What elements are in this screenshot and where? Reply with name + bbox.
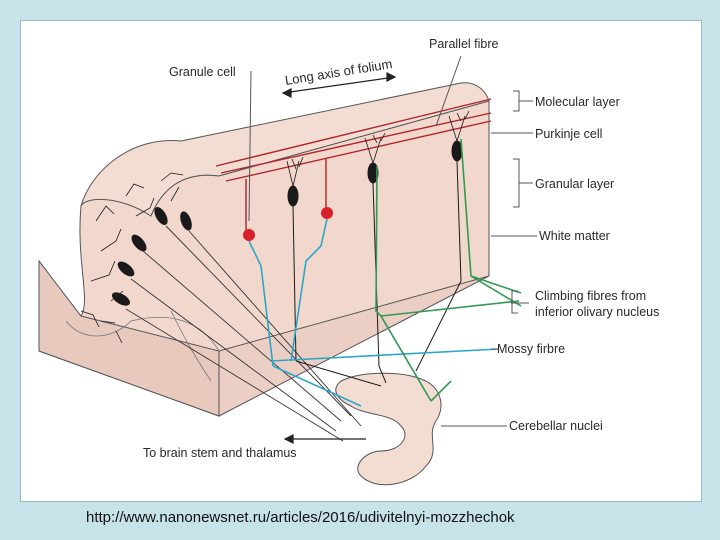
cerebellum-diagram: [38, 55, 537, 486]
label-molecular-layer: Molecular layer: [535, 95, 620, 109]
granule-cell-soma: [321, 207, 333, 219]
granule-cell-soma: [243, 229, 255, 241]
climbing-fibres: [375, 138, 522, 402]
long-axis-arrow: [281, 72, 397, 98]
label-climbing-fibres-2: inferior olivary nucleus: [535, 305, 660, 319]
label-mossy-fibre: Mossy firbre: [497, 342, 566, 356]
label-brain-stem: To brain stem and thalamus: [143, 446, 297, 460]
parallel-fibres: [215, 98, 492, 237]
label-climbing-fibres-1: Climbing fibres from: [535, 289, 647, 303]
label-cerebellar-nuclei: Cerebellar nuclei: [509, 419, 603, 433]
label-granule-cell: Granule cell: [169, 65, 236, 79]
label-purkinje-cell: Purkinje cell: [535, 127, 603, 141]
mossy-fibres: [248, 218, 500, 407]
diagram-frame: Granule cell Long axis of folium Paralle…: [20, 20, 702, 502]
folium-block: [38, 82, 490, 417]
brain-stem-arrow: [283, 434, 366, 444]
label-granular-layer: Granular layer: [535, 177, 615, 191]
layer-brackets: [248, 55, 537, 427]
label-white-matter: White matter: [539, 229, 610, 243]
purkinje-somata-left: [111, 206, 192, 306]
source-url-caption: http://www.nanonewsnet.ru/articles/2016/…: [86, 509, 515, 526]
label-parallel-fibre: Parallel fibre: [429, 37, 499, 51]
purkinje-dendrites-left: [80, 172, 184, 344]
cerebellar-nuclei-shape: [335, 372, 442, 486]
